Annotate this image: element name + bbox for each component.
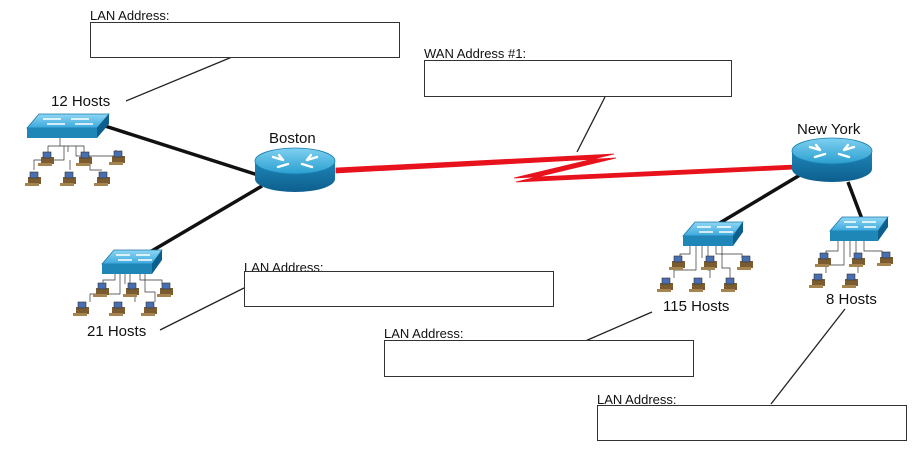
lan-address-label-8: LAN Address: <box>597 392 677 407</box>
lan-address-box-12[interactable] <box>90 22 400 58</box>
hosts-label-115: 115 Hosts <box>663 298 730 315</box>
hosts-label-21: 21 Hosts <box>87 323 147 340</box>
link-12hosts-boston <box>104 124 259 177</box>
leader-line-115hosts <box>582 311 653 343</box>
link-21hosts-boston <box>149 184 263 254</box>
lan-address-box-8[interactable] <box>597 405 907 441</box>
lan-address-label-115: LAN Address: <box>384 326 464 341</box>
hosts-label-8: 8 Hosts <box>826 291 877 308</box>
newyork-router-icon <box>791 137 873 182</box>
link-newyork-8hosts <box>846 181 864 220</box>
leader-line-8hosts <box>770 308 846 405</box>
wan-serial-link-icon <box>335 153 796 183</box>
router-name-newyork: New York <box>797 121 861 138</box>
hosts-label-12: 12 Hosts <box>51 93 111 110</box>
switch-8hosts-icon <box>829 216 889 241</box>
switch-21hosts-icon <box>101 249 163 274</box>
leader-line-12hosts <box>125 56 233 102</box>
lan-address-label-12: LAN Address: <box>90 8 170 23</box>
switch-115hosts-icon <box>682 221 744 246</box>
link-newyork-115hosts <box>717 173 801 226</box>
switch-12hosts-icon <box>26 113 110 138</box>
router-name-boston: Boston <box>269 130 316 147</box>
wan-address-box[interactable] <box>424 60 732 97</box>
lan-address-box-21[interactable] <box>244 271 554 307</box>
boston-router-icon <box>254 147 336 192</box>
wan-address-label: WAN Address #1: <box>424 46 527 61</box>
leader-line-21hosts <box>159 287 245 331</box>
leader-line-wan <box>576 96 606 153</box>
lan-address-box-115[interactable] <box>384 340 694 377</box>
